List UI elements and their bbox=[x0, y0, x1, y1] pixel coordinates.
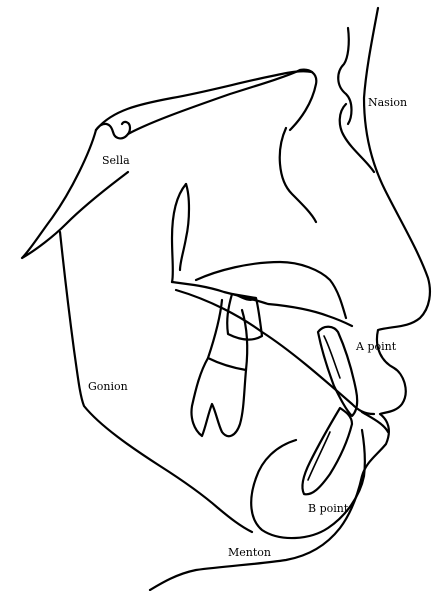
frontal-process-line bbox=[280, 128, 316, 222]
b-point-label: B point bbox=[308, 502, 349, 515]
nasal-bone bbox=[340, 104, 374, 172]
menton-label: Menton bbox=[228, 546, 271, 559]
clivus bbox=[22, 130, 128, 258]
upper-incisor-root bbox=[324, 336, 340, 378]
pterygoid-plate bbox=[180, 184, 189, 270]
orbit-rim-curve bbox=[338, 28, 351, 124]
mandibular-symphysis bbox=[251, 430, 365, 538]
maxilla-upper-outline bbox=[172, 184, 186, 282]
lower-molar-roots bbox=[191, 358, 246, 436]
sella-label: Sella bbox=[102, 154, 130, 167]
palatal-plane bbox=[172, 282, 352, 326]
sella-turcica bbox=[96, 122, 130, 138]
lower-lip-line bbox=[362, 412, 388, 432]
cranial-outline-upper bbox=[96, 71, 312, 130]
lower-incisor bbox=[302, 408, 352, 494]
gonion-label: Gonion bbox=[88, 380, 128, 393]
a-point-label: A point bbox=[355, 340, 397, 353]
lower-incisor-root bbox=[308, 432, 330, 480]
nasion-label: Nasion bbox=[368, 96, 407, 109]
